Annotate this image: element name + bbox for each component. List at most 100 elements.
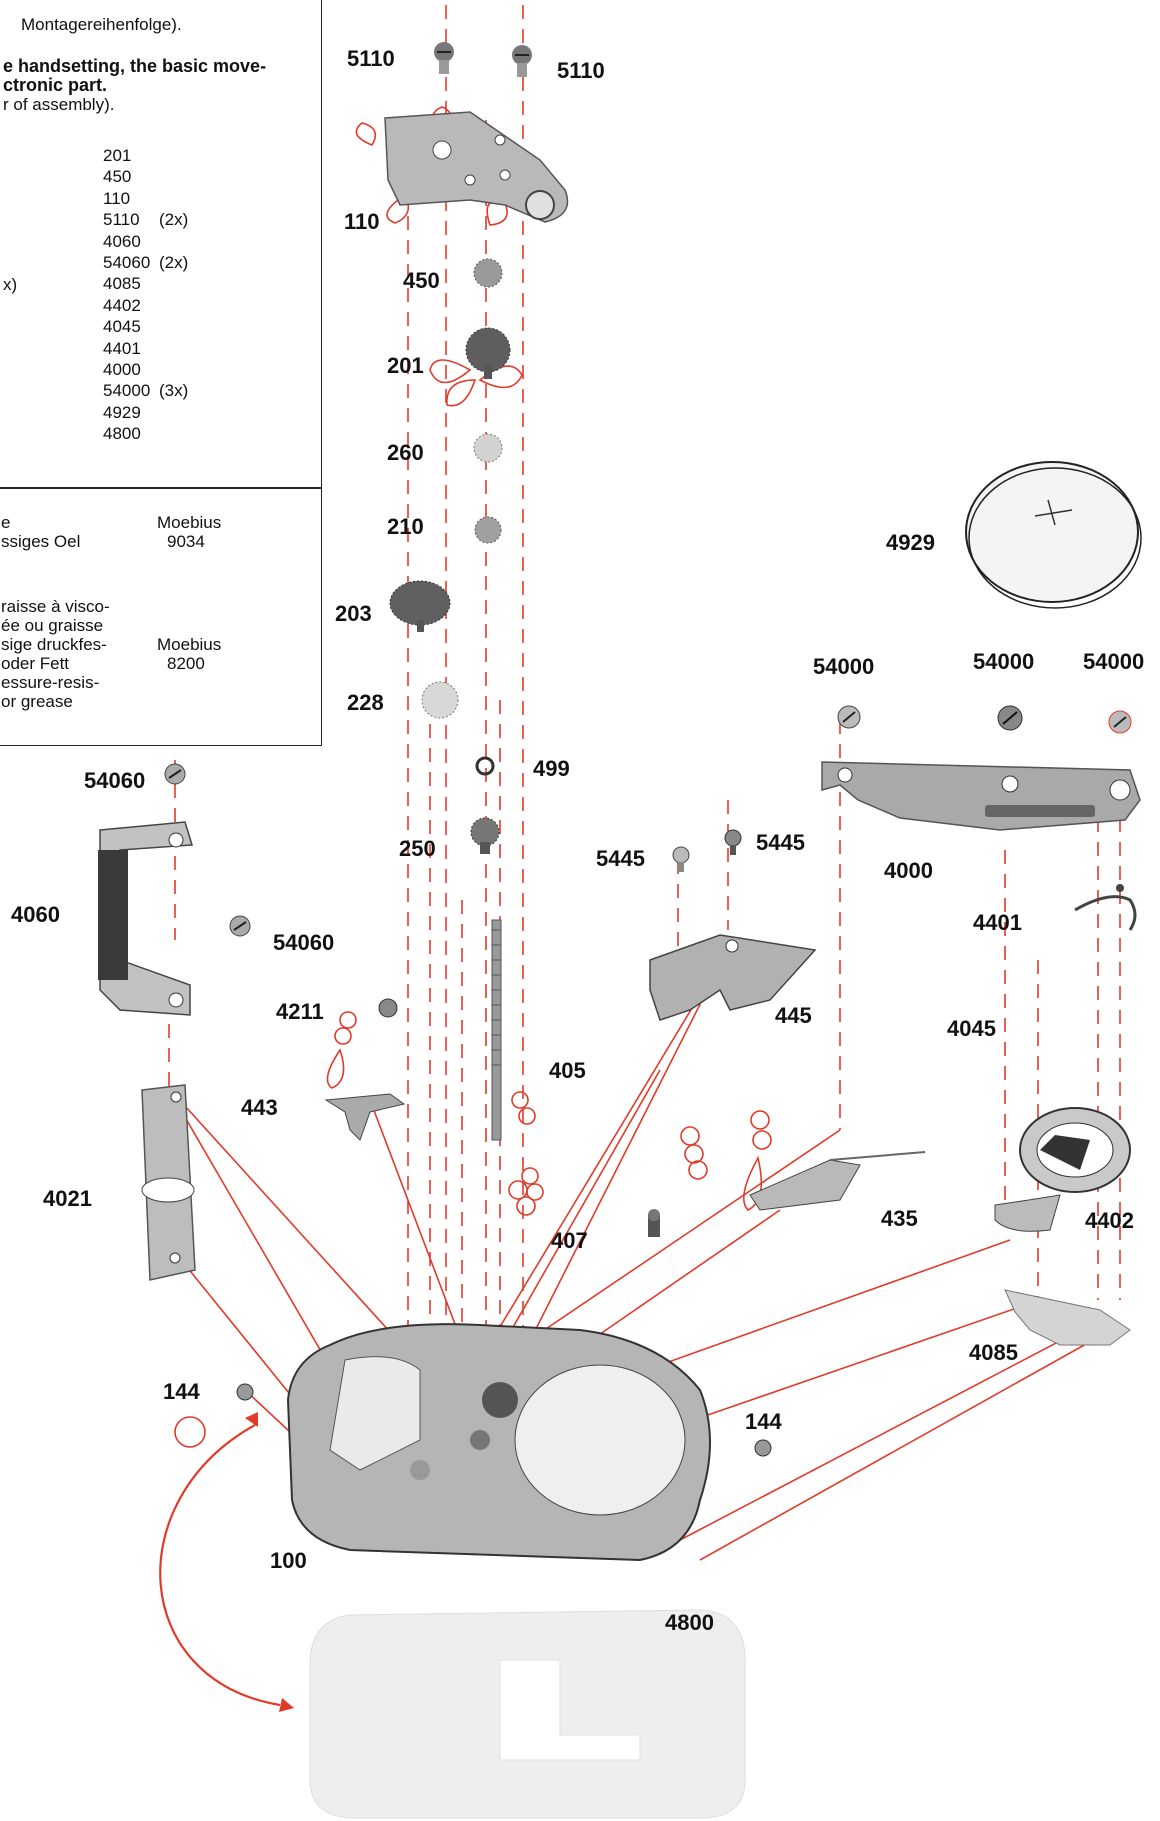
screw-54000-c xyxy=(1108,710,1132,734)
label-5110-left: 5110 xyxy=(347,46,395,71)
grease-line: oder Fett xyxy=(1,654,70,673)
instruction-line-4: r of assembly). xyxy=(3,95,115,114)
screw-144-right xyxy=(754,1439,772,1457)
flip-over-arrow xyxy=(159,1424,281,1707)
label-54060-mid: 54060 xyxy=(273,930,335,955)
oil-brand: Moebius xyxy=(157,513,222,532)
list-item: 4060 xyxy=(103,231,141,251)
list-item: 4085 xyxy=(103,274,141,294)
list-item: 110 xyxy=(103,188,131,208)
list-item: 4401 xyxy=(103,338,141,358)
label-100: 100 xyxy=(270,1548,307,1573)
wheel-260 xyxy=(473,433,503,463)
label-4211: 4211 xyxy=(276,999,324,1024)
lubrication-markers xyxy=(174,106,772,1462)
screw-5445-left xyxy=(672,846,690,872)
part-4085 xyxy=(1004,1289,1131,1346)
label-4401: 4401 xyxy=(973,910,1022,935)
winding-stem-405 xyxy=(491,919,536,1216)
screw-144-left xyxy=(236,1383,254,1401)
wheel-201 xyxy=(465,327,511,379)
label-5445-right: 5445 xyxy=(756,830,805,855)
coil-4060 xyxy=(98,821,193,1016)
wheel-210 xyxy=(474,516,502,544)
part-4021 xyxy=(141,1084,196,1281)
screw-5110-right xyxy=(512,45,532,77)
screw-54060-top xyxy=(164,763,186,785)
label-499: 499 xyxy=(533,756,570,781)
lubricant-panel: e ssiges Oel Moebius 9034 raisse à visco… xyxy=(0,488,322,746)
screw-54000-a xyxy=(837,705,861,729)
label-4085: 4085 xyxy=(969,1340,1018,1365)
label-144-right: 144 xyxy=(745,1409,782,1434)
list-item: 4045 xyxy=(103,317,141,337)
label-201: 201 xyxy=(387,353,424,378)
label-110: 110 xyxy=(344,209,380,234)
label-407: 407 xyxy=(551,1228,588,1253)
instruction-line-1: Montagereihenfolge). xyxy=(21,15,182,34)
oil-line-1: e xyxy=(1,513,11,532)
screw-5110-left xyxy=(434,42,454,74)
label-443: 443 xyxy=(241,1095,278,1120)
screw-5445-right xyxy=(724,829,742,855)
grease-line: ée ou graisse xyxy=(1,616,104,635)
grease-line: or grease xyxy=(1,692,73,711)
wheel-450 xyxy=(473,258,503,288)
main-plate-100 xyxy=(286,1323,711,1562)
arrowhead-top xyxy=(245,1412,258,1427)
insulator-4800 xyxy=(309,1609,746,1819)
oil-line-2: ssiges Oel xyxy=(1,532,81,551)
label-5445-left: 5445 xyxy=(596,846,645,871)
screw-54000-b xyxy=(997,705,1023,731)
list-item: 4929 xyxy=(103,402,141,422)
wheel-250 xyxy=(470,817,500,854)
label-435: 435 xyxy=(881,1206,918,1231)
label-54000-c: 54000 xyxy=(1083,649,1145,674)
label-4045: 4045 xyxy=(947,1016,996,1041)
assembly-sequence-panel: Montagereihenfolge). e handsetting, the … xyxy=(0,0,322,488)
list-item: 5110(2x) xyxy=(103,210,189,230)
oil-code: 9034 xyxy=(167,532,205,551)
grease-line: raisse à visco- xyxy=(1,597,110,616)
label-405: 405 xyxy=(549,1058,586,1083)
lever-443 xyxy=(324,1093,406,1141)
label-144-left: 144 xyxy=(163,1379,200,1404)
grease-brand: Moebius xyxy=(157,635,222,654)
battery-4929 xyxy=(965,461,1142,609)
screw-54060-mid xyxy=(229,915,251,937)
instruction-partial: x) xyxy=(3,275,18,294)
wheel-228 xyxy=(421,681,459,719)
label-54060-top: 54060 xyxy=(84,768,146,793)
spring-4401 xyxy=(1074,884,1137,931)
label-4021: 4021 xyxy=(43,1186,92,1211)
list-item: 54060(2x) xyxy=(103,252,189,272)
label-54000-a: 54000 xyxy=(813,654,875,679)
label-4060: 4060 xyxy=(11,902,60,927)
label-228: 228 xyxy=(347,690,384,715)
assembly-sequence-list: 201 450 110 5110(2x) 4060 54060(2x) 4085… xyxy=(103,145,188,444)
grease-line: essure-resis- xyxy=(1,673,100,692)
label-450: 450 xyxy=(403,268,440,293)
part-4211 xyxy=(378,998,398,1018)
arrowhead-bottom xyxy=(279,1698,294,1712)
lever-435 xyxy=(749,1151,926,1211)
wheel-203 xyxy=(389,580,451,632)
instruction-line-2: e handsetting, the basic move- xyxy=(3,56,267,76)
list-item: 4800 xyxy=(103,424,141,444)
list-item: 450 xyxy=(103,167,132,187)
plate-4000 xyxy=(821,761,1141,831)
label-4000: 4000 xyxy=(884,858,933,883)
label-203: 203 xyxy=(335,601,372,626)
connection-lines xyxy=(164,944,1121,1561)
label-4929: 4929 xyxy=(886,530,935,555)
label-4800: 4800 xyxy=(665,1610,714,1635)
label-210: 210 xyxy=(387,514,424,539)
label-250: 250 xyxy=(399,836,436,861)
part-407 xyxy=(648,1209,660,1237)
grease-code: 8200 xyxy=(167,654,205,673)
label-445: 445 xyxy=(775,1003,812,1028)
instruction-line-3: ctronic part. xyxy=(3,75,108,95)
ring-499 xyxy=(475,756,495,776)
list-item: 4000 xyxy=(103,359,141,379)
